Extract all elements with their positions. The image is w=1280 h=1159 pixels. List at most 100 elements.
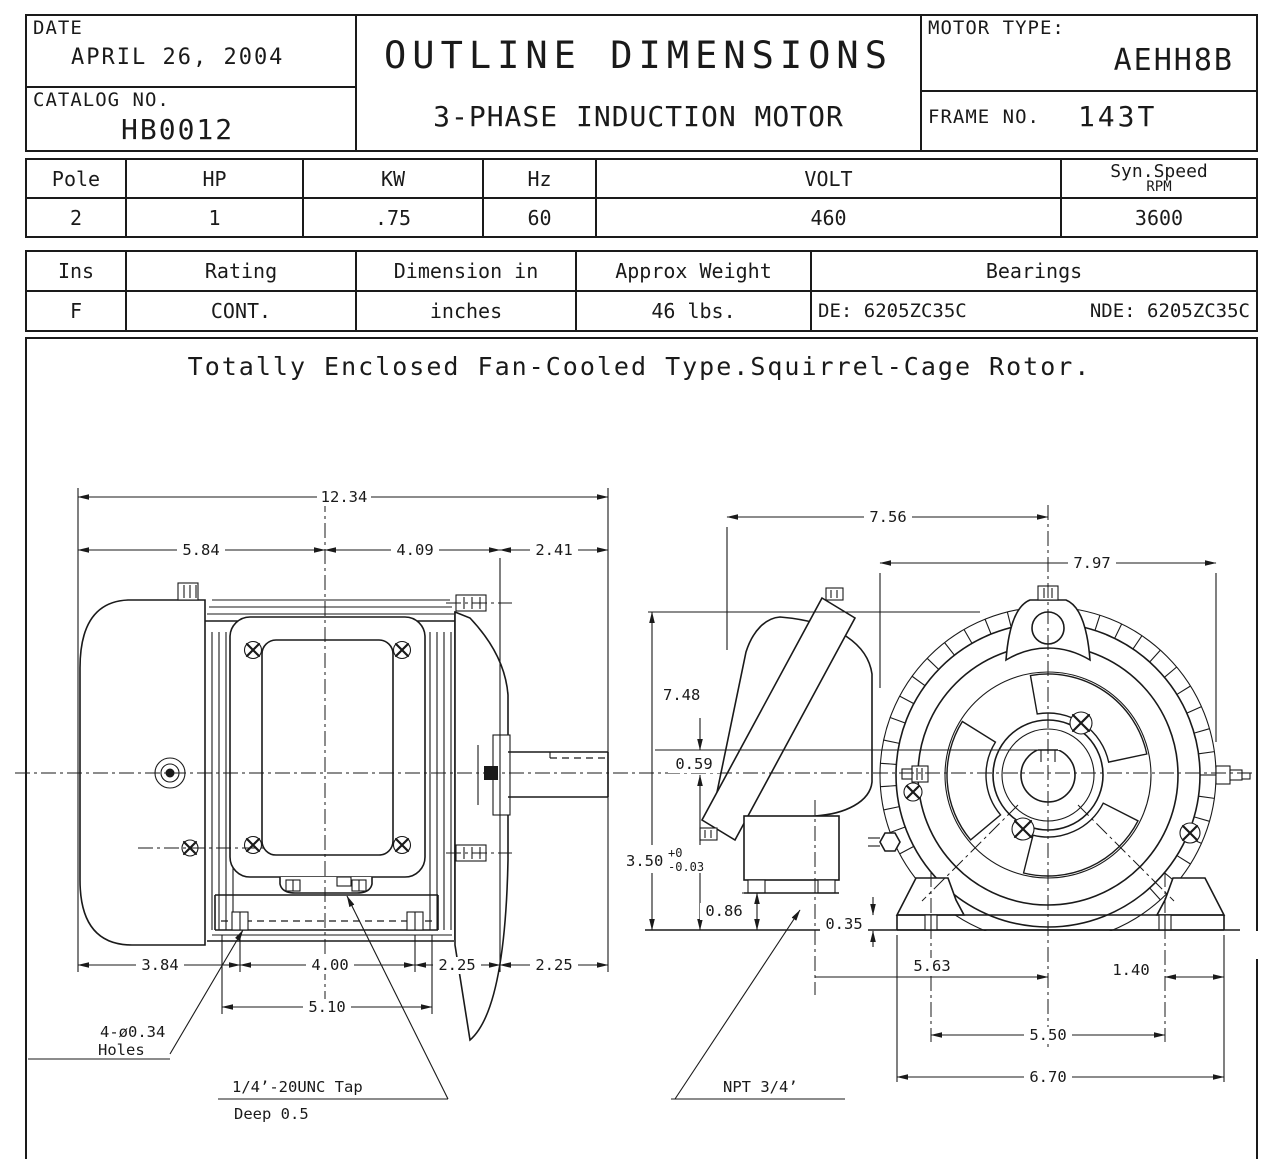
value-hp: 1 [125,197,304,238]
frame-no-cell: FRAME NO. 143T [922,92,1256,141]
radial-fins [880,611,1216,901]
description-note: Totally Enclosed Fan-Cooled Type.Squirre… [187,352,1092,381]
dim-shaft-extension: 2.41 [535,541,572,559]
header-ins: Ins [25,250,127,292]
callout-holes-line2: Holes [98,1041,145,1059]
value-rating: CONT. [125,290,357,332]
motor-type-cell: MOTOR TYPE: AEHH8B [922,16,1256,92]
dim-rear-to-foot: 3.84 [141,956,178,974]
conduit-cover-inner [261,639,394,856]
date-value: APRIL 26, 2004 [71,45,285,70]
value-bearings: DE: 6205ZC35C NDE: 6205ZC35C [810,290,1258,332]
bearing-housing [454,610,509,1042]
bearing-de: DE: 6205ZC35C [818,300,967,322]
value-pole: 2 [25,197,127,238]
header-kw: KW [302,158,484,199]
header-dimension: Dimension in [355,250,577,292]
shaft [508,751,609,798]
side-view-centerlines [138,497,512,1012]
value-dimension: inches [355,290,577,332]
bracket-hex-bolt [879,832,901,852]
syn-speed-line2: RPM [1146,179,1172,195]
side-view-outline [79,582,609,1042]
catalog-label: CATALOG NO. [33,89,170,111]
dim-face-to-shaft-end: 2.25 [535,956,572,974]
dim-foot-hole-to-edge: 1.40 [1112,961,1149,979]
dim-overall-height: 7.48 [663,686,700,704]
value-hz: 60 [482,197,597,238]
side-view-callouts: 4-ø0.34 Holes 1/4’-20UNC Tap Deep 0.5 [28,895,449,1123]
callout-holes-line1: 4-ø0.34 [100,1023,165,1041]
dim-shaft-height-tol-lower: -0.03 [668,860,704,874]
syn-speed-line1: Syn.Speed [1110,161,1208,182]
drawing-subtitle: 3-PHASE INDUCTION MOTOR [433,99,844,133]
dim-foot-pad-height: 0.35 [825,915,862,933]
side-feet [214,894,439,931]
frame-no-label: FRAME NO. [928,105,1040,128]
motor-type-value: AEHH8B [1113,43,1234,78]
conduit-box-bottom [743,815,840,881]
callout-tap-line2: Deep 0.5 [234,1105,309,1123]
catalog-cell: CATALOG NO. HB0012 [27,88,355,150]
value-volt: 460 [595,197,1062,238]
drawing-title: OUTLINE DIMENSIONS [384,33,893,77]
date-cell: DATE APRIL 26, 2004 [27,16,355,88]
fan-cover [79,599,206,946]
left-stud [911,765,929,783]
conduit-box-cover [700,596,857,842]
dim-overall-length: 12.34 [321,488,368,506]
dim-shaft-height: 3.50 [626,852,663,870]
conduit-box [699,587,901,894]
dim-foot-spacing: 4.00 [311,956,348,974]
bearing-nde: NDE: 6205ZC35C [1089,300,1250,322]
end-bell-screws [903,711,1201,844]
dim-overall-width: 7.97 [1073,554,1110,572]
callout-tap-line1: 1/4’-20UNC Tap [232,1078,363,1096]
header-bearings: Bearings [810,250,1258,292]
callout-npt: NPT 3/4’ [723,1078,798,1096]
dim-box-face-to-center: 5.63 [913,957,950,975]
tap-hole [336,876,352,887]
cover-screws [243,640,412,855]
spec-table: Ins Rating Dimension in Approx Weight Be… [25,250,1258,332]
dim-base-width: 6.70 [1029,1068,1066,1086]
spec-value-row: F CONT. inches 46 lbs. DE: 6205ZC35C NDE… [25,290,1258,332]
dim-box-to-center: 7.56 [869,508,906,526]
dim-shaft-height-tol-upper: +0 [668,846,682,860]
dim-box-bottom: 0.86 [705,902,742,920]
drawing-border [25,337,1258,1159]
title-block-right: MOTOR TYPE: AEHH8B FRAME NO. 143T [922,16,1256,150]
value-ins: F [25,290,127,332]
ratings-value-row: 2 1 .75 60 460 3600 [25,197,1258,238]
header-weight: Approx Weight [575,250,812,292]
frame-no-value: 143T [1077,100,1158,133]
dim-foot-pad-length: 5.10 [308,998,345,1016]
dim-foot-hole-spacing: 5.50 [1029,1026,1066,1044]
value-syn-speed: 3600 [1060,197,1258,238]
title-block: DATE APRIL 26, 2004 CATALOG NO. HB0012 O… [25,14,1258,152]
side-view-dimensions: 12.34 5.84 4.09 2.41 3.84 4.00 2.25 2.25… [77,488,609,1016]
date-label: DATE [33,17,83,39]
dim-foot-to-face: 2.25 [438,956,475,974]
header-hp: HP [125,158,304,199]
dim-keyseat: 0.59 [675,755,712,773]
title-block-center: OUTLINE DIMENSIONS 3-PHASE INDUCTION MOT… [355,16,922,150]
catalog-value: HB0012 [121,113,235,146]
spec-header-row: Ins Rating Dimension in Approx Weight Be… [25,250,1258,292]
value-weight: 46 lbs. [575,290,812,332]
end-view-centerlines [15,505,1256,1048]
header-rating: Rating [125,250,357,292]
header-pole: Pole [25,158,127,199]
end-view-dimensions: 7.56 7.97 7.48 0.59 3.50 +0 -0.03 0.86 [622,508,1225,1100]
motor-type-label: MOTOR TYPE: [928,17,1065,39]
shaft-stub [1215,765,1251,785]
header-volt: VOLT [595,158,1062,199]
side-view: 12.34 5.84 4.09 2.41 3.84 4.00 2.25 2.25… [28,488,609,1123]
fan-cover-top-bolt [177,582,199,601]
end-view: 7.56 7.97 7.48 0.59 3.50 +0 -0.03 0.86 [15,505,1280,1100]
dim-center-to-face: 4.09 [396,541,433,559]
